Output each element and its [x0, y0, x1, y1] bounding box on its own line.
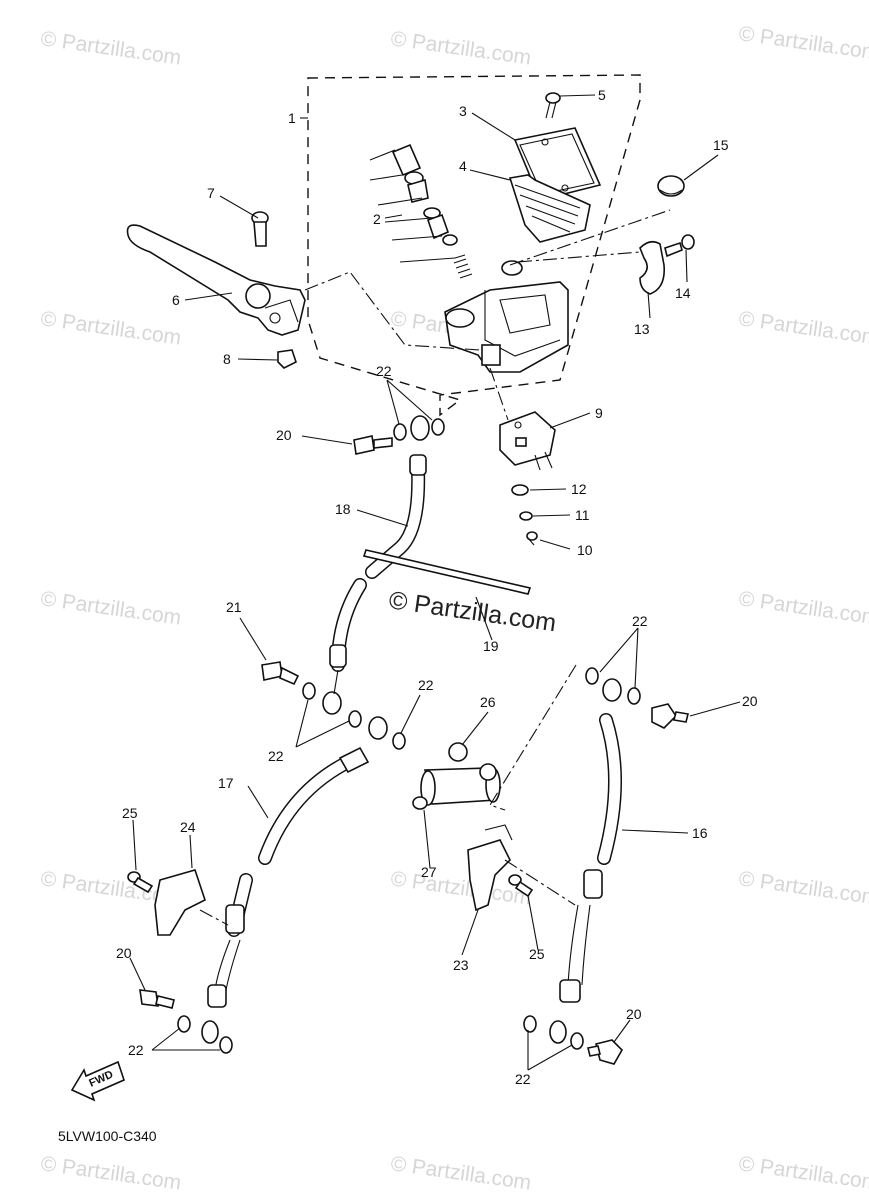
assembly-boundary: [307, 74, 641, 417]
callout-22-e: 22: [128, 1042, 144, 1058]
watermark: © Partzilla.com: [737, 307, 869, 349]
callout-1: 1: [288, 110, 296, 126]
watermark: © Partzilla.com: [737, 587, 869, 629]
screw-14: [664, 234, 695, 258]
cap-15: [657, 175, 685, 197]
bolt-7: [251, 211, 269, 247]
nut-8: [277, 349, 297, 369]
parts-10-12: [511, 484, 538, 546]
rod-19: [362, 549, 532, 595]
bracket-24: [154, 869, 206, 936]
fwd-arrow: FWD: [70, 1060, 125, 1102]
callout-20-b: 20: [742, 693, 758, 709]
callout-14: 14: [675, 285, 691, 301]
callout-21: 21: [226, 599, 242, 615]
watermark: © Partzilla.com: [39, 27, 182, 69]
callout-9: 9: [595, 405, 603, 421]
callout-8: 8: [223, 351, 231, 367]
watermark-large: © Partzilla.com: [387, 586, 558, 637]
callout-22-b: 22: [268, 748, 284, 764]
callout-4: 4: [459, 158, 467, 174]
callout-19: 19: [483, 638, 499, 654]
brake-switch: [499, 411, 556, 471]
callout-22-f: 22: [515, 1071, 531, 1087]
washers-22: [177, 418, 641, 1054]
watermark: © Partzilla.com: [39, 587, 182, 629]
brake-hose-17: [201, 716, 388, 1044]
callout-7: 7: [207, 185, 215, 201]
callout-15: 15: [713, 137, 729, 153]
leader-lines: [129, 94, 741, 1071]
callout-23: 23: [453, 957, 469, 973]
callout-20-d: 20: [626, 1006, 642, 1022]
watermark-group: © Partzilla.com © Partzilla.com © Partzi…: [39, 22, 869, 1194]
callout-16: 16: [692, 825, 708, 841]
callout-3: 3: [459, 103, 467, 119]
callout-5: 5: [598, 87, 606, 103]
callout-22-d: 22: [632, 613, 648, 629]
clamp-13: [639, 240, 666, 295]
watermark: © Partzilla.com: [737, 867, 869, 909]
watermark: © Partzilla.com: [737, 1152, 869, 1194]
callout-20-a: 20: [276, 427, 292, 443]
master-cylinder-body: [444, 260, 569, 373]
callout-22-a: 22: [376, 363, 392, 379]
watermark: © Partzilla.com: [389, 867, 532, 909]
brake-hose-16: [549, 678, 622, 1044]
diagram-code: 5LVW100-C340: [58, 1128, 157, 1144]
callout-25-a: 25: [122, 805, 138, 821]
watermark: © Partzilla.com: [389, 27, 532, 69]
callout-10: 10: [577, 542, 593, 558]
callout-6: 6: [172, 292, 180, 308]
callout-27: 27: [421, 864, 437, 880]
callout-11: 11: [575, 507, 590, 523]
watermark: © Partzilla.com: [737, 22, 869, 64]
bracket-23: [467, 824, 513, 912]
piston-kit: [369, 143, 473, 279]
callout-12: 12: [571, 481, 587, 497]
callout-25-b: 25: [529, 946, 545, 962]
bolts: [127, 435, 689, 1065]
callout-24: 24: [180, 819, 196, 835]
callout-2: 2: [373, 211, 381, 227]
callout-22-c: 22: [418, 677, 434, 693]
callout-13: 13: [634, 321, 650, 337]
callout-labels: 1 2 3 4 5 6 7 8 9 10 11 12 13 14 15 16 1…: [116, 87, 758, 1087]
connection-lines: [199, 209, 671, 926]
callout-18: 18: [335, 501, 351, 517]
screw-5: [545, 92, 561, 119]
union-26: [420, 742, 501, 806]
callout-17: 17: [218, 775, 234, 791]
callout-20-c: 20: [116, 945, 132, 961]
brake-lever: [126, 224, 306, 336]
callout-26: 26: [480, 694, 496, 710]
watermark: © Partzilla.com: [39, 1152, 182, 1194]
brake-hose-18: [322, 415, 430, 715]
watermark: © Partzilla.com: [39, 307, 182, 349]
watermark: © Partzilla.com: [389, 1152, 532, 1194]
reservoir-diaphragm: [508, 174, 591, 243]
